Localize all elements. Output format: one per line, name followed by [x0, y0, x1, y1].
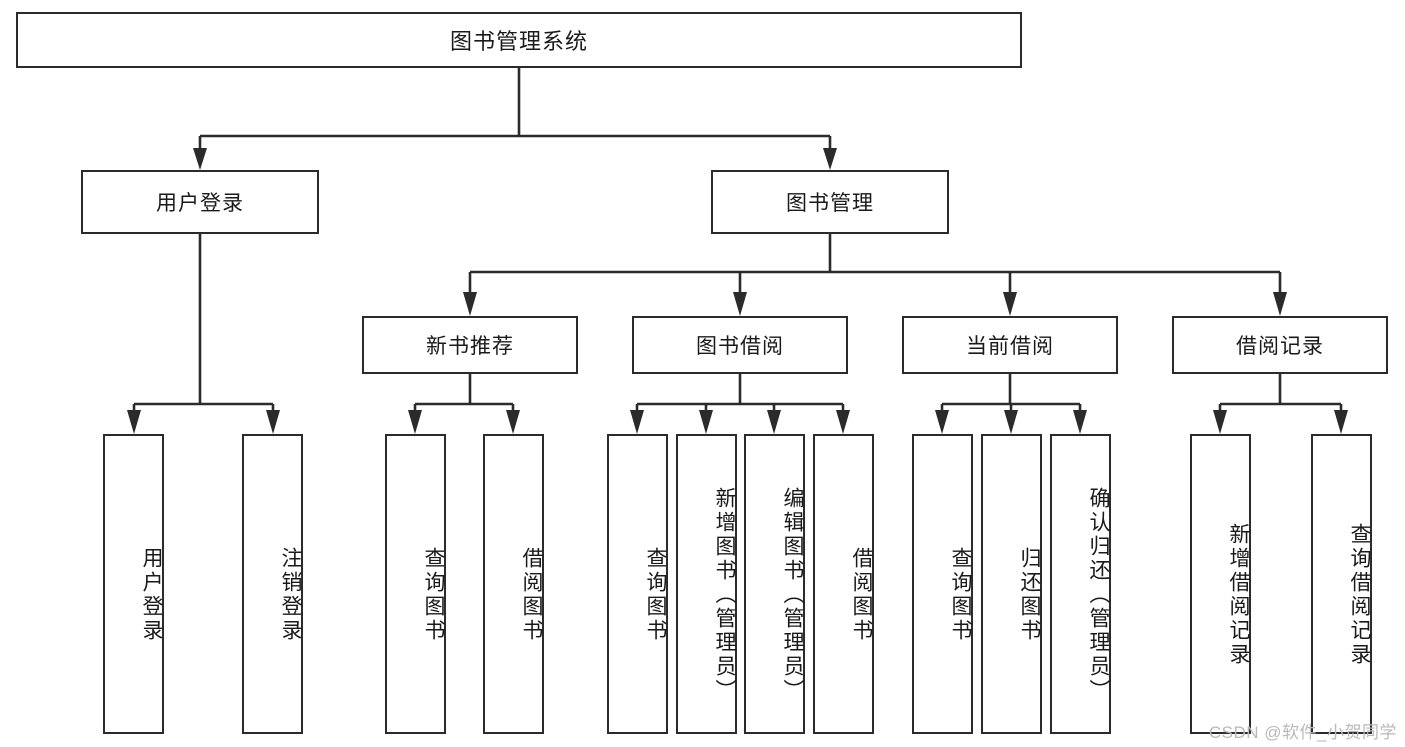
node-user-login-label: 用户登录: [156, 192, 244, 215]
leaf-borrow-book[interactable]: 借阅图书: [813, 434, 874, 734]
leaf-borrow-book-recommend-label: 借阅图书: [520, 547, 543, 643]
node-book-borrow-label: 图书借阅: [696, 335, 784, 358]
leaf-return-book[interactable]: 归还图书: [981, 434, 1042, 734]
leaf-borrow-book-recommend[interactable]: 借阅图书: [483, 434, 544, 734]
node-current-borrow-label: 当前借阅: [966, 335, 1054, 358]
leaf-confirm-return-admin-label: 确认归还（管理员）: [1087, 487, 1110, 703]
leaf-query-book-current[interactable]: 查询图书: [912, 434, 973, 734]
csdn-watermark: CSDN @软件_小贺同学: [1208, 723, 1397, 742]
leaf-edit-book-admin-label: 编辑图书（管理员）: [781, 487, 804, 703]
leaf-user-login[interactable]: 用户登录: [103, 434, 164, 734]
leaf-query-borrow-record[interactable]: 查询借阅记录: [1311, 434, 1372, 734]
leaf-query-borrow-record-label: 查询借阅记录: [1348, 523, 1371, 667]
leaf-add-borrow-record-label: 新增借阅记录: [1227, 523, 1250, 667]
node-new-book-recommend[interactable]: 新书推荐: [362, 316, 578, 374]
leaf-confirm-return-admin[interactable]: 确认归还（管理员）: [1050, 434, 1111, 734]
node-root-label: 图书管理系统: [449, 29, 588, 54]
leaf-query-book-borrow[interactable]: 查询图书: [607, 434, 668, 734]
leaf-query-book-recommend-label: 查询图书: [422, 547, 445, 643]
node-book-borrow[interactable]: 图书借阅: [632, 316, 848, 374]
leaf-logout-label: 注销登录: [279, 547, 302, 643]
node-book-management[interactable]: 图书管理: [711, 170, 949, 234]
node-borrow-record[interactable]: 借阅记录: [1172, 316, 1388, 374]
leaf-logout[interactable]: 注销登录: [242, 434, 303, 734]
leaf-edit-book-admin[interactable]: 编辑图书（管理员）: [744, 434, 805, 734]
node-new-book-recommend-label: 新书推荐: [426, 335, 514, 358]
leaf-query-book-borrow-label: 查询图书: [644, 547, 667, 643]
leaf-user-login-label: 用户登录: [140, 547, 163, 643]
leaf-add-borrow-record[interactable]: 新增借阅记录: [1190, 434, 1251, 734]
node-root[interactable]: 图书管理系统: [16, 12, 1022, 68]
leaf-query-book-current-label: 查询图书: [949, 547, 972, 643]
node-user-login[interactable]: 用户登录: [81, 170, 319, 234]
leaf-add-book-admin[interactable]: 新增图书（管理员）: [676, 434, 737, 734]
node-book-management-label: 图书管理: [786, 192, 874, 215]
leaf-borrow-book-label: 借阅图书: [850, 547, 873, 643]
node-borrow-record-label: 借阅记录: [1236, 335, 1324, 358]
leaf-query-book-recommend[interactable]: 查询图书: [385, 434, 446, 734]
leaf-add-book-admin-label: 新增图书（管理员）: [713, 487, 736, 703]
leaf-return-book-label: 归还图书: [1018, 547, 1041, 643]
node-current-borrow[interactable]: 当前借阅: [902, 316, 1118, 374]
